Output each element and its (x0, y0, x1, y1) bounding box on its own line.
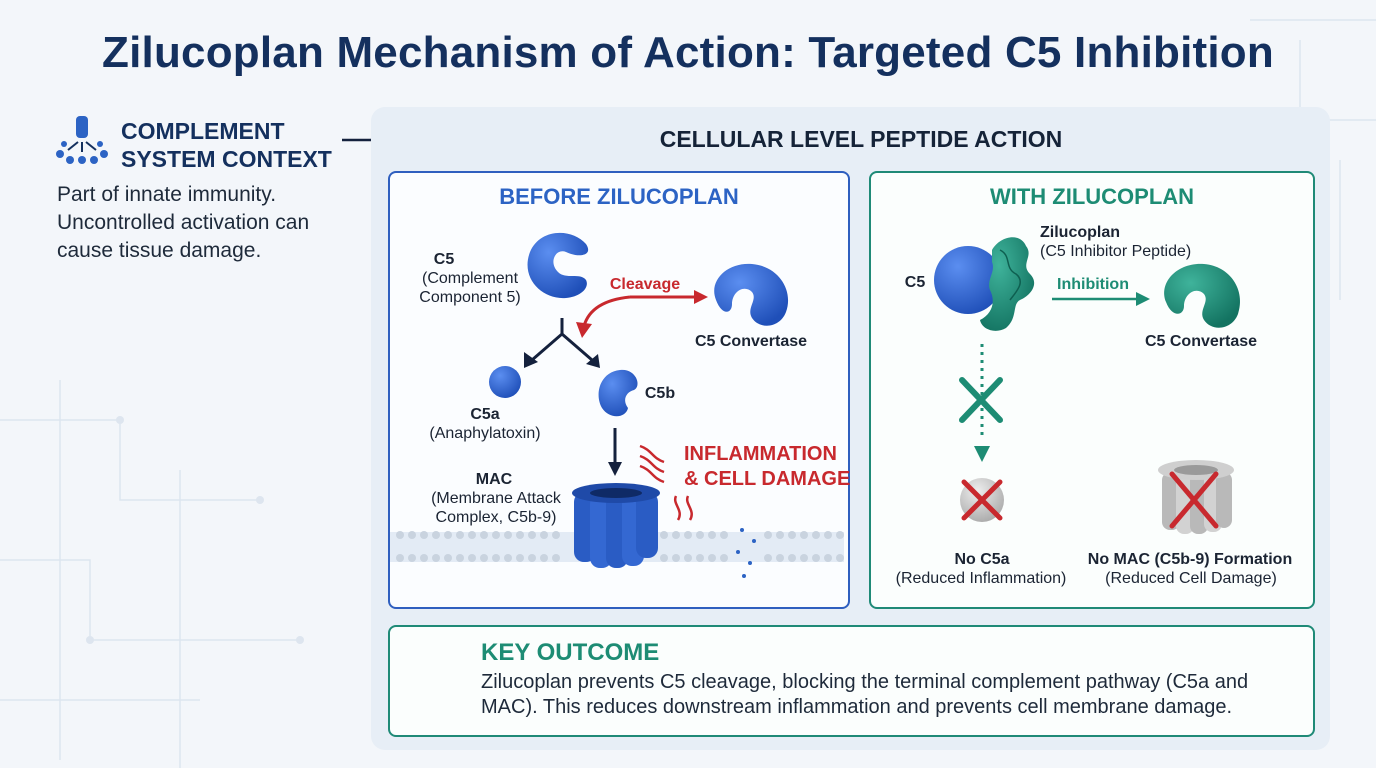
c5-molecule (527, 232, 589, 299)
mac-desc-line2: Complex, C5b-9) (435, 509, 557, 526)
page-title: Zilucoplan Mechanism of Action: Targeted… (102, 28, 1274, 77)
context-description: Part of innate immunity. Uncontrolled ac… (57, 183, 310, 262)
before-title: BEFORE ZILUCOPLAN (499, 184, 739, 209)
no-c5a-desc: (Reduced Inflammation) (895, 570, 1067, 587)
c5-convertase-label: C5 Convertase (694, 333, 808, 350)
no-c5a-icon (960, 478, 1004, 522)
c5-convertase-label-teal: C5 Convertase (1144, 333, 1258, 350)
c5b-molecule (598, 369, 638, 417)
panel-title: CELLULAR LEVEL PEPTIDE ACTION (659, 126, 1063, 152)
with-title: WITH ZILUCOPLAN (989, 184, 1195, 209)
c5-bound-label: C5 (904, 274, 926, 291)
c5-convertase-molecule-teal (1164, 263, 1241, 328)
inhibition-label: Inhibition (1057, 276, 1129, 293)
context-heading-line1: COMPLEMENT (121, 118, 285, 144)
inflammation-label: INFLAMMATION & CELL DAMAGE (684, 442, 850, 492)
key-outcome-body: Zilucoplan prevents C5 cleavage, blockin… (481, 671, 1249, 718)
blocked-x-icon (959, 377, 1003, 423)
context-heading: COMPLEMENT SYSTEM CONTEXT (121, 117, 332, 173)
c5a-molecule (489, 366, 521, 398)
c5-molecule-bound (934, 246, 1002, 314)
mac-label: MAC (475, 471, 513, 488)
zilucoplan-peptide (980, 237, 1035, 331)
mac-desc-line1: (Membrane Attack (431, 490, 561, 507)
zilucoplan-label: Zilucoplan (1040, 224, 1120, 241)
no-c5a-label: No C5a (954, 551, 1010, 568)
c5a-label: C5a (470, 406, 500, 423)
mac-pore-complex (572, 483, 660, 568)
key-outcome-box (388, 625, 1315, 737)
context-heading-line2: SYSTEM CONTEXT (121, 146, 332, 172)
c5-desc-line1: (Complement (421, 270, 519, 287)
cleavage-label: Cleavage (609, 276, 681, 293)
c5b-label: C5b (644, 385, 676, 402)
no-mac-icon (1158, 460, 1234, 534)
c5-desc-line2: Component 5) (419, 289, 521, 306)
zilucoplan-desc: (C5 Inhibitor Peptide) (1040, 243, 1192, 260)
no-mac-desc: (Reduced Cell Damage) (1105, 570, 1277, 587)
key-outcome-heading: KEY OUTCOME (481, 639, 660, 666)
inflammation-line1: INFLAMMATION (684, 443, 837, 465)
c5-label: C5 (433, 251, 455, 268)
complement-cascade-icon (56, 116, 108, 164)
inflammation-line2: & CELL DAMAGE (684, 468, 851, 490)
c5-convertase-molecule (714, 263, 789, 326)
with-zilucoplan-box (869, 171, 1315, 609)
no-mac-label: No MAC (C5b-9) Formation (1087, 551, 1293, 568)
c5a-desc: (Anaphylatoxin) (429, 425, 541, 442)
